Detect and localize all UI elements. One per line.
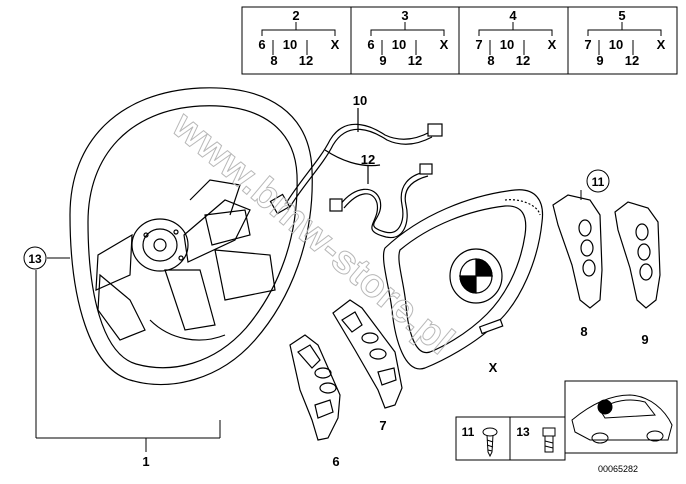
- table-cell: X: [657, 37, 666, 52]
- table-cell: 12: [408, 53, 422, 68]
- legend-screw-label: 11: [462, 425, 475, 439]
- table-cell: X: [440, 37, 449, 52]
- table-cell: 6: [258, 37, 265, 52]
- callout-10: 10: [353, 93, 367, 108]
- callout-circle-13: [23, 246, 47, 270]
- table-cell: 9: [379, 53, 386, 68]
- table-cell: 6: [367, 37, 374, 52]
- callout-7: 7: [379, 418, 386, 433]
- variant-table: [241, 6, 678, 75]
- wiring-harness-10: [269, 108, 443, 215]
- table-cell: X: [331, 37, 340, 52]
- switch-6: [289, 334, 341, 441]
- table-cell: X: [548, 37, 557, 52]
- table-cell: 8: [487, 53, 494, 68]
- legend-bolt-label: 13: [516, 425, 530, 439]
- table-cell: 8: [270, 53, 277, 68]
- leader-lines: [35, 190, 582, 452]
- switch-9: [614, 201, 661, 309]
- table-cell: 10: [283, 37, 297, 52]
- callout-9: 9: [641, 332, 648, 347]
- table-cell: 10: [609, 37, 623, 52]
- callout-1: 1: [142, 454, 149, 469]
- callout-6: 6: [332, 454, 339, 469]
- callout-13: 13: [28, 252, 42, 266]
- switch-8: [552, 194, 603, 309]
- switch-7: [332, 299, 403, 409]
- airbag-module: [382, 189, 544, 370]
- fastener-legend: [455, 416, 566, 461]
- callout-11: 11: [592, 175, 605, 189]
- table-cell: 10: [392, 37, 406, 52]
- table-cell: 10: [500, 37, 514, 52]
- table-cell: 9: [596, 53, 603, 68]
- part-number: 00065282: [598, 464, 638, 474]
- table-cell: 12: [516, 53, 530, 68]
- table-header-5: 5: [618, 8, 625, 23]
- table-cell: 7: [475, 37, 482, 52]
- steering-wheel: [69, 87, 313, 386]
- callout-x: X: [489, 360, 498, 375]
- table-header-3: 3: [401, 8, 408, 23]
- table-header-2: 2: [292, 8, 299, 23]
- car-location-inset: [564, 380, 678, 454]
- table-cell: 12: [625, 53, 639, 68]
- table-header-4: 4: [509, 8, 517, 23]
- wiring-harness-12: [329, 163, 433, 239]
- callout-circle-11: [586, 169, 610, 193]
- table-cell: 12: [299, 53, 313, 68]
- callout-12: 12: [361, 152, 375, 167]
- callout-8: 8: [580, 324, 587, 339]
- table-cell: 7: [584, 37, 591, 52]
